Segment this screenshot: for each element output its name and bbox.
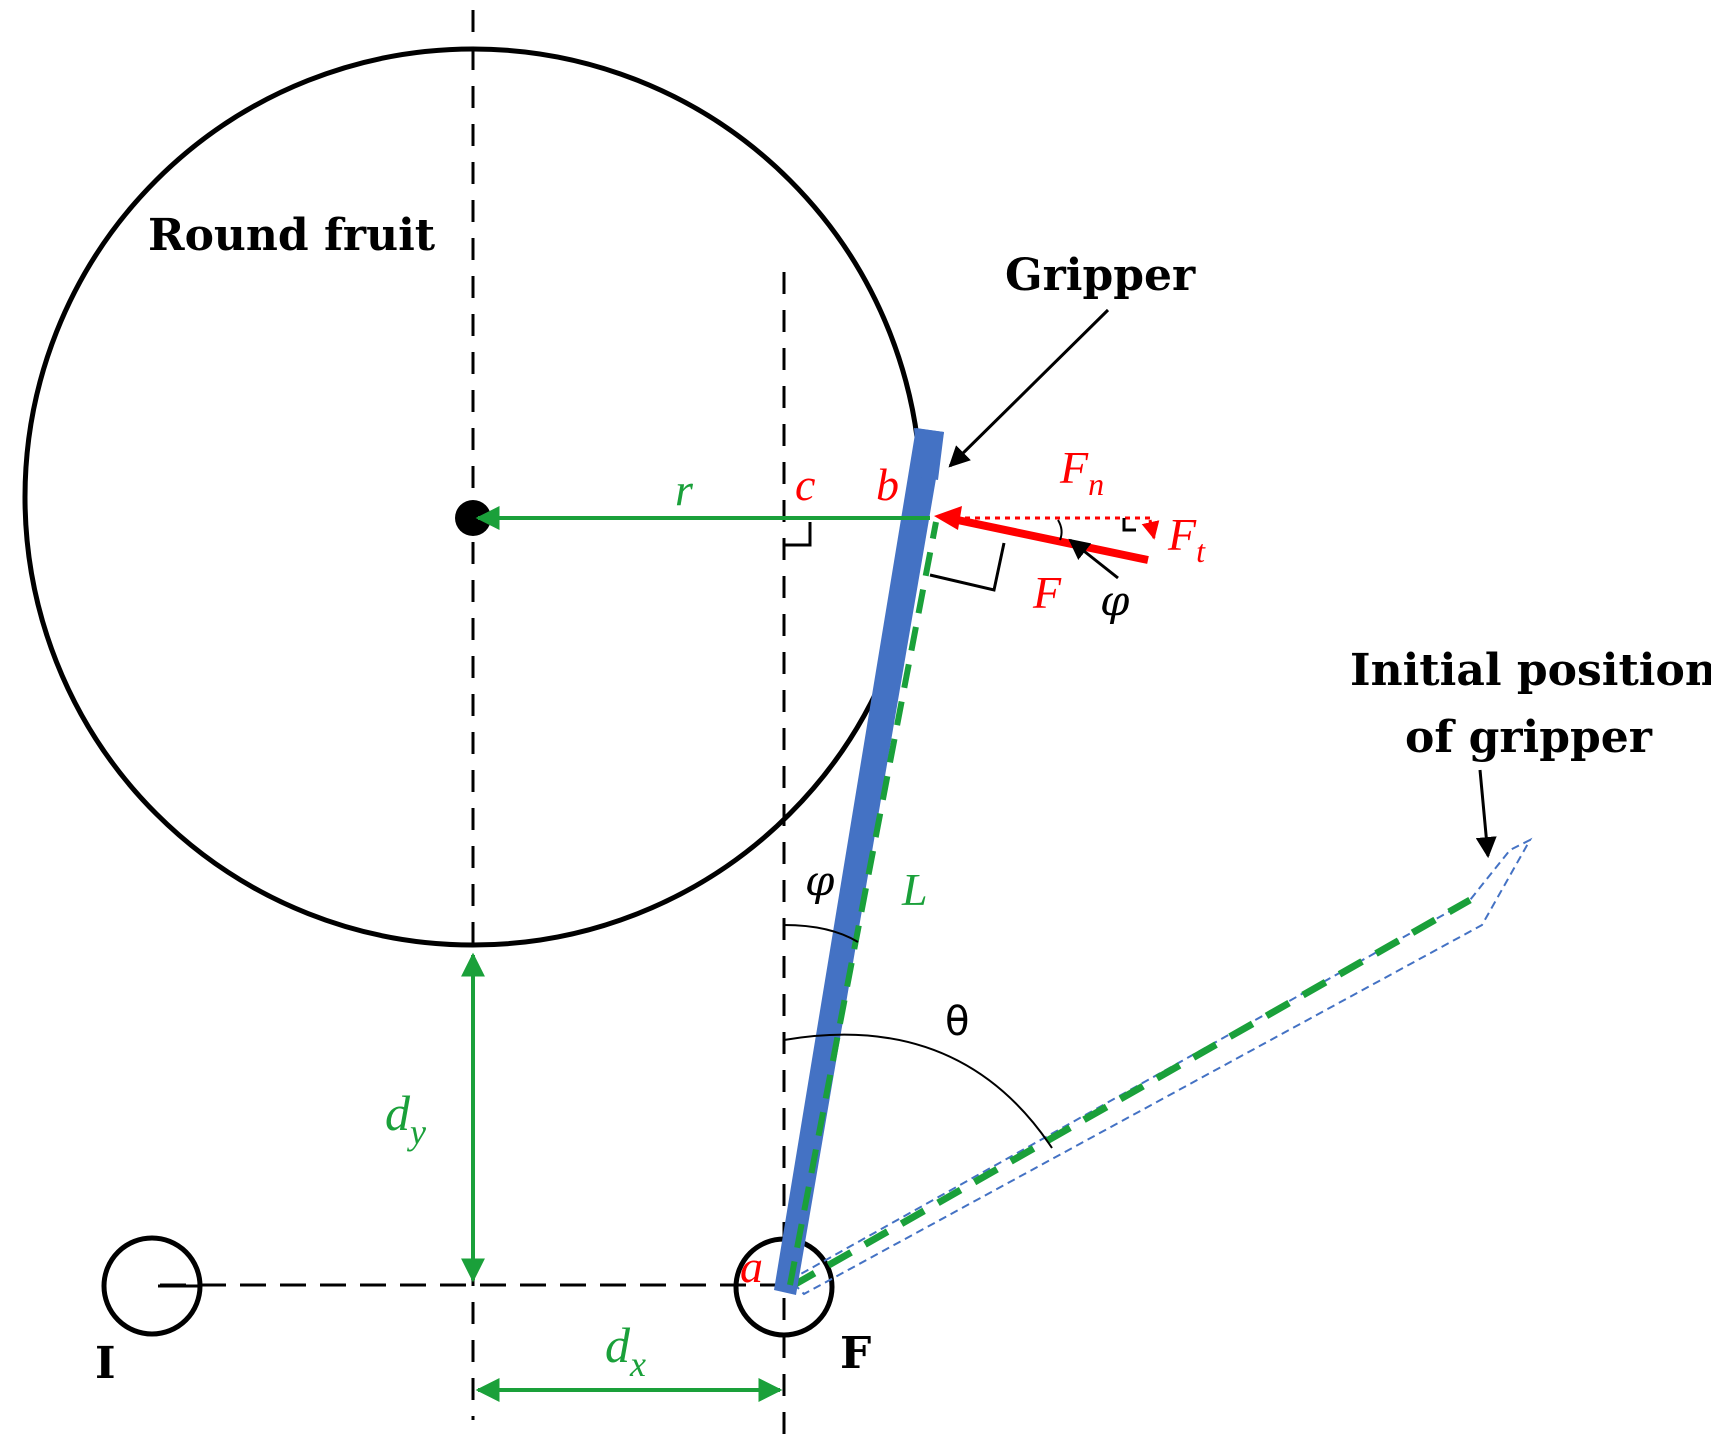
dx-label: dx	[605, 1317, 646, 1384]
force-f-label: F	[1032, 567, 1062, 618]
gripper-tip	[914, 428, 944, 480]
initial-gripper-outline	[788, 837, 1533, 1296]
phi-label: φ	[805, 856, 835, 905]
theta-angle-arc	[783, 1033, 1053, 1149]
phi-force-angle-arc	[1057, 519, 1063, 541]
c-label: c	[795, 459, 815, 510]
dy-label: dy	[385, 1085, 426, 1152]
force-fn-label: Fn	[1059, 442, 1104, 502]
gripper-arm	[774, 428, 944, 1295]
right-angle-mark-b	[929, 542, 1006, 592]
pivot-f-label: F	[840, 1328, 871, 1379]
initial-position-label-line1: Initial position	[1350, 645, 1711, 696]
right-angle-mark-fn	[1122, 518, 1136, 532]
force-ft-label: Ft	[1167, 509, 1206, 569]
initial-gripper-centerline	[790, 896, 1472, 1290]
gripper-pointer-arrow	[948, 308, 1110, 468]
a-label: a	[740, 1241, 763, 1292]
right-angle-mark-c	[784, 522, 812, 547]
phi-angle-arc	[783, 924, 859, 943]
initial-position-label-line2: of gripper	[1405, 712, 1653, 763]
force-ft-vector	[1141, 519, 1160, 540]
b-label: b	[876, 459, 899, 510]
gripper-label: Gripper	[1005, 250, 1196, 301]
phi-force-pointer	[1068, 538, 1119, 580]
r-label: r	[675, 464, 694, 515]
fruit-label: Round fruit	[148, 210, 436, 261]
point-i-label: I	[95, 1338, 116, 1389]
theta-label: θ	[945, 999, 969, 1045]
l-label: L	[901, 864, 928, 915]
phi-force-label: φ	[1100, 576, 1130, 625]
force-f-vector	[947, 514, 1149, 564]
initial-position-pointer-arrow	[1475, 769, 1497, 859]
gripper-centerline-l	[787, 521, 939, 1286]
